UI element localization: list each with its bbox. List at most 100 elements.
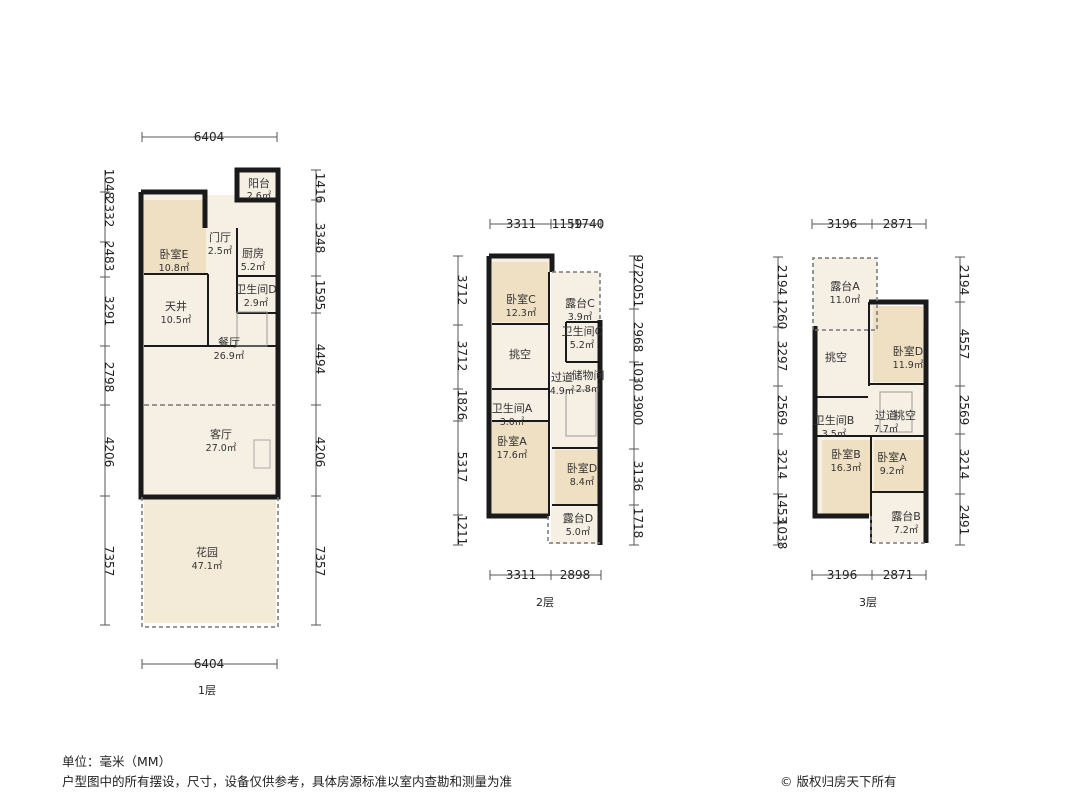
floor-2-left-dimension: 1826	[455, 390, 469, 421]
floor-1-room-area: 2.6㎡	[247, 191, 272, 202]
floor-1-room-area: 2.5㎡	[208, 246, 233, 257]
floor-1-room-area: 47.1㎡	[192, 561, 223, 572]
floor-3-room-area: 11.0㎡	[830, 295, 861, 306]
floor-3-left-dimension: 2194	[775, 265, 789, 296]
floor-2-plan: 卧室C 12.3㎡ 露台C 3.9㎡ 卫生间C 5.2㎡ 挑空 过道 4.9㎡ …	[453, 217, 645, 609]
floor-3-room-name: 露台B	[891, 509, 921, 523]
floor-1-room-area: 27.0㎡	[206, 443, 237, 454]
floor-2-label: 2层	[536, 596, 554, 609]
floor-3-staircase	[879, 391, 913, 433]
floor-3-bottom-dimension: 3196	[827, 568, 858, 582]
floor-1-room-area: 10.8㎡	[159, 263, 190, 274]
copyright-note: © 版权归房天下所有	[780, 774, 897, 789]
floor-3-right-dimension: 2491	[957, 505, 971, 536]
floor-1-right-dimension: 4206	[313, 437, 327, 468]
floor-3-room-name: 挑空	[825, 350, 847, 364]
floor-1-room-name: 卧室E	[160, 247, 189, 261]
floor-2-room-area: 2.8㎡	[576, 384, 601, 395]
floor-2-dimension-lines	[453, 219, 639, 580]
floor-3-left-dimension: 3297	[775, 341, 789, 372]
floor-1-dimension-lines	[100, 132, 321, 669]
floor-1-left-dimension: 4206	[102, 437, 116, 468]
floor-3-right-dimension: 2194	[957, 265, 971, 296]
floor-2-room-name: 卧室D	[567, 461, 597, 475]
floor-2-room-area: 5.2㎡	[570, 340, 595, 351]
floor-2-walls	[486, 253, 603, 545]
floor-2-right-dimension: 3900	[631, 395, 645, 426]
floor-3-walls	[812, 299, 929, 543]
floor-1-left-dimension: 2332	[102, 197, 116, 228]
floor-1-label: 1层	[198, 684, 216, 697]
floor-2-right-dimension: 2051	[631, 277, 645, 308]
floor-3-room-name: 露台A	[830, 279, 860, 293]
floor-2-room-area: 4.9㎡	[550, 386, 575, 397]
floor-3-room-bedroom-b	[822, 440, 870, 514]
floor-3-room-bedroom-d	[873, 306, 923, 382]
unit-note: 单位：毫米（MM）	[62, 754, 172, 769]
floor-1-room-name: 阳台	[248, 176, 270, 190]
floor-1-room-name: 餐厅	[218, 335, 240, 349]
disclaimer-note: 户型图中的所有摆设，尺寸，设备仅供参考，具体房源标准以室内查勘和测量为准	[62, 774, 513, 789]
floor-3-left-dimension: 2569	[775, 395, 789, 426]
floor-1-right-dimension: 3348	[313, 223, 327, 254]
floor-1-left-dimension: 1048	[102, 169, 116, 200]
floor-1-room-name: 厨房	[242, 247, 264, 260]
floor-2-room-name: 储物间	[572, 368, 605, 382]
floor-3-label: 3层	[859, 596, 877, 609]
floor-1-room-bedroom-e	[144, 200, 206, 273]
floor-1-garden-boundary	[141, 497, 279, 628]
floor-2-left-dimension: 1211	[455, 515, 469, 546]
floor-2-room-area: 3.0㎡	[500, 417, 525, 428]
floor-1-right-dimension: 1595	[313, 280, 327, 311]
floor-2-room-name: 卫生间C	[562, 324, 603, 338]
floor-3-room-name: 卧室A	[877, 450, 907, 464]
floor-3-right-dimension: 4557	[957, 329, 971, 360]
floor-1-room-name: 卫生间D	[235, 282, 276, 296]
floor-2-room-bedroom-a	[492, 422, 548, 513]
floor-2-room-name: 挑空	[509, 347, 531, 361]
floor-2-left-dimension: 3712	[455, 341, 469, 372]
floor-3-room-bedroom-a	[874, 440, 923, 492]
floor-2-room-area: 12.3㎡	[506, 308, 537, 319]
floor-2-bottom-dimension: 3311	[506, 568, 537, 582]
floor-3-left-dimension: 3214	[775, 449, 789, 480]
floor-1-left-dimension: 3291	[102, 296, 116, 327]
floor-2-room-bedroom-d	[555, 450, 598, 506]
floor-1-right-dimension: 4494	[313, 344, 327, 375]
floor-2-room-area: 8.4㎡	[570, 477, 595, 488]
floor-3-room-area: 9.2㎡	[880, 466, 905, 477]
floor-3-room-name: 卫生间B	[814, 413, 855, 427]
floor-2-left-dimension: 3712	[455, 275, 469, 306]
floor-2-room-name: 卫生间A	[492, 401, 533, 415]
floor-2-right-dimension: 2968	[631, 322, 645, 353]
floor-3-left-dimension: 1260	[775, 299, 789, 330]
floor-1-right-dimension: 7357	[313, 546, 327, 577]
floor-2-room-name: 卧室C	[506, 292, 536, 306]
floor-2-right-dimension: 1030	[631, 361, 645, 392]
floor-1-room-garden	[144, 498, 276, 623]
floor-3-room-area: 3.5㎡	[822, 429, 847, 440]
floor-3-plan: 露台A 11.0㎡ 卧室D 11.9㎡ 挑空 卫生间B 3.5㎡ 过道 7.7㎡…	[773, 217, 971, 609]
floor-1-room-area: 2.9㎡	[244, 298, 269, 309]
floor-2-room-name: 过道	[551, 370, 573, 384]
floor-1-room-name: 门厅	[209, 230, 231, 244]
floor-1-bottom-dimension: 6404	[194, 657, 225, 671]
floor-1-right-dimension: 1416	[313, 173, 327, 204]
floor-3-bottom-dimension: 2871	[883, 568, 914, 582]
floor-3-room-name: 卧室D	[893, 344, 923, 358]
floor-2-right-dimension: 3136	[631, 461, 645, 492]
floor-1-room-area: 26.9㎡	[214, 351, 245, 362]
floor-1-staircase	[236, 311, 268, 347]
floor-2-top-dimension: 3311	[506, 217, 537, 231]
floor-3-left-dimension: 1038	[775, 519, 789, 550]
floor-2-room-area: 5.0㎡	[566, 527, 591, 538]
floor-2-top-dimension: 1159	[552, 217, 583, 231]
floor-3-right-dimension: 3214	[957, 449, 971, 480]
floor-1-room-name: 花园	[196, 546, 218, 559]
floor-3-room-area: 7.2㎡	[894, 525, 919, 536]
floor-3-left-dimension: 1453	[775, 493, 789, 524]
floor-1-sofa	[253, 439, 271, 469]
floor-1-room-area: 10.5㎡	[161, 315, 192, 326]
floor-2-bottom-dimension: 2898	[560, 568, 591, 582]
